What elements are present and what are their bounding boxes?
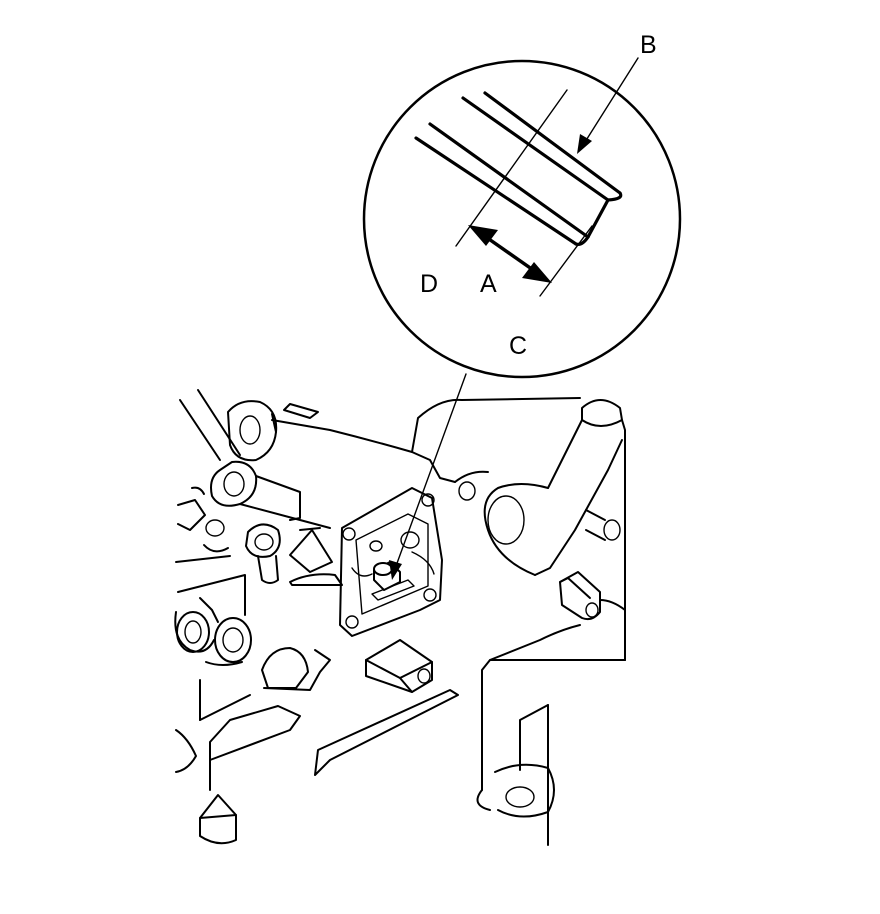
right-boss-tower bbox=[483, 399, 626, 661]
upper-housing bbox=[271, 397, 581, 501]
left-features bbox=[175, 486, 231, 563]
magnifier-circle bbox=[362, 59, 682, 379]
label-d: D bbox=[420, 270, 438, 298]
label-b: B bbox=[640, 31, 657, 59]
pin-detail bbox=[414, 91, 623, 246]
line-c bbox=[539, 225, 593, 297]
engine-block bbox=[174, 389, 626, 846]
label-c: C bbox=[509, 332, 527, 360]
right-tab bbox=[559, 571, 601, 621]
label-a: A bbox=[480, 270, 497, 298]
left-twin-bosses bbox=[174, 574, 252, 666]
bottom-tab bbox=[199, 794, 237, 845]
right-bracket bbox=[476, 599, 626, 846]
lower-left-shapes bbox=[175, 647, 331, 791]
left-upper-arm bbox=[179, 389, 331, 529]
detail-leader bbox=[389, 373, 467, 580]
detail-magnifier bbox=[362, 59, 682, 379]
dimension-arrow-a bbox=[468, 225, 552, 283]
angled-rib bbox=[314, 689, 459, 776]
small-block bbox=[365, 639, 433, 693]
line-d bbox=[455, 89, 568, 247]
wedge-features bbox=[289, 527, 343, 586]
bolt-head bbox=[245, 523, 281, 584]
right-pin bbox=[585, 509, 621, 541]
leader-b bbox=[577, 57, 639, 154]
